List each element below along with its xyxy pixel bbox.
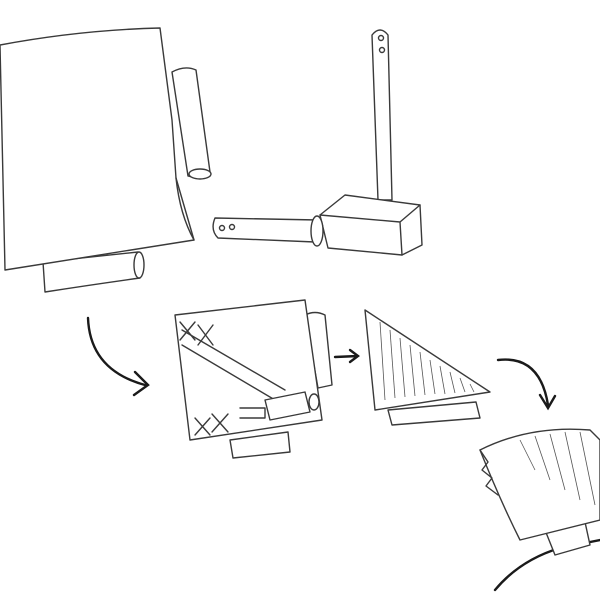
large-sheet-with-rolls — [0, 27, 212, 293]
arrow-1-head — [132, 370, 150, 397]
marked-sheet — [174, 299, 333, 459]
x-marks — [194, 413, 229, 436]
cord — [493, 538, 600, 592]
side-roll — [171, 67, 211, 179]
folded-triangle — [364, 309, 491, 426]
cut-piece — [479, 428, 600, 556]
x-marks — [179, 321, 214, 346]
arrow-3 — [496, 358, 557, 411]
arrow-2 — [333, 348, 360, 364]
arrow-1 — [86, 316, 147, 387]
block — [319, 194, 423, 256]
vertical-handle — [371, 29, 393, 201]
lever-tool — [212, 29, 423, 256]
sheet — [0, 27, 195, 271]
horizontal-handle — [212, 217, 319, 243]
